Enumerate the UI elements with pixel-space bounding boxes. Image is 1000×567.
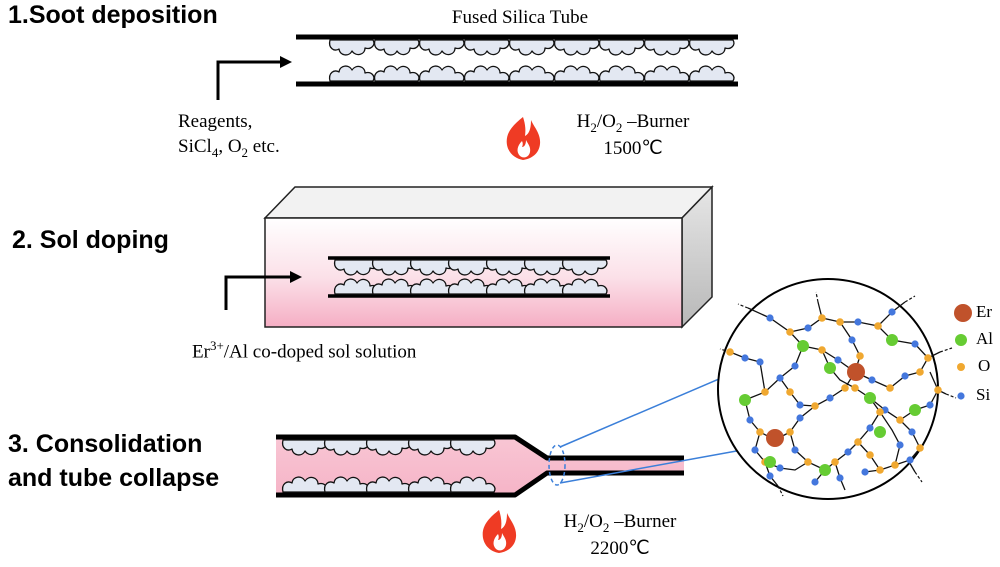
step3-burner-name: H2/O2 –Burner (563, 511, 677, 535)
step1-inlet-arrow (216, 56, 292, 100)
reagents-line2: SiCl4, O2 etc. (178, 135, 280, 160)
step3-flame-icon (482, 510, 517, 553)
step1-burner-name: H2/O2 –Burner (576, 111, 690, 135)
reagents-label: Reagents, SiCl4, O2 etc. (178, 110, 280, 161)
step3-title-line2: and tube collapse (8, 463, 220, 492)
network-atoms-si (741, 308, 934, 486)
step3-title: 3. Consolidation and tube collapse (8, 428, 219, 496)
sol-bath-box (263, 185, 714, 329)
step2-title: 2. Sol doping (12, 226, 169, 254)
network-atoms-o (726, 314, 942, 474)
legend-label-si: Si (976, 385, 991, 404)
step1-title: 1.Soot deposition (8, 1, 218, 29)
legend-swatch-si (957, 392, 965, 400)
reagents-line1: Reagents, (178, 111, 253, 132)
step1-tube (296, 34, 738, 87)
legend (954, 304, 972, 400)
glass-network-zoom (717, 278, 957, 500)
step1-soot-bottom (328, 65, 735, 82)
sol-solution-label: Er3+/Al co-doped sol solution (192, 338, 417, 363)
legend-swatch-er (954, 304, 972, 322)
step3-title-line1: 3. Consolidation (8, 430, 203, 458)
legend-label-er: Er (976, 302, 993, 321)
legend-label-al: Al (976, 329, 993, 348)
collapsed-tube (276, 434, 684, 498)
step1-burner-temp: 1500℃ (603, 137, 663, 159)
legend-swatch-al (955, 334, 967, 346)
step1-soot-top (328, 39, 735, 56)
step2-tube (328, 256, 610, 298)
zoom-callout (548, 369, 743, 486)
step3-burner-temp: 2200℃ (590, 537, 650, 559)
step3-burner-label: H2/O2 –Burner 2200℃ (535, 510, 705, 561)
legend-label-o: O (978, 356, 991, 375)
step2-inlet-arrow (224, 271, 302, 310)
step1-burner-label: H2/O2 –Burner 1500℃ (548, 110, 718, 161)
fused-silica-tube-label: Fused Silica Tube (451, 7, 589, 28)
legend-swatch-o (957, 363, 965, 371)
network-atoms-er (766, 363, 865, 447)
step1-flame-icon (506, 117, 541, 160)
network-dangling-bonds (719, 291, 957, 497)
